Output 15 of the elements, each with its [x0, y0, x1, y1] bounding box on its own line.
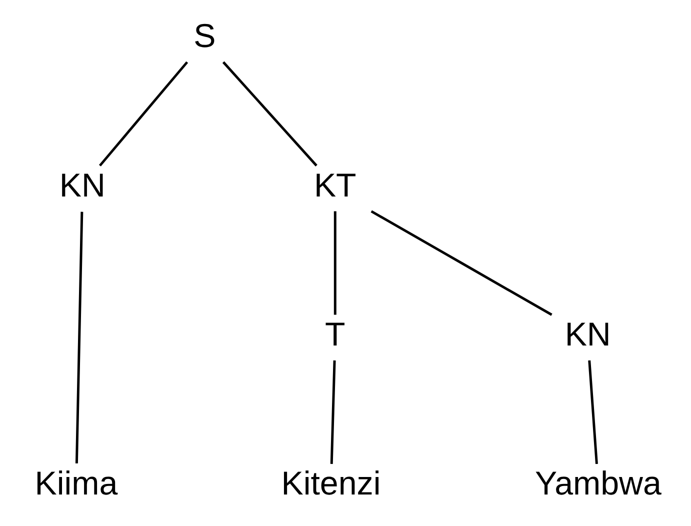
connector [330, 360, 336, 464]
node-text: T [325, 316, 346, 354]
node-text: Yambwa [535, 466, 662, 503]
connector [222, 61, 318, 166]
node-text: KT [314, 167, 356, 204]
node-text: KN [564, 316, 611, 354]
node-text: Kitenzi [281, 466, 381, 503]
connector [588, 360, 598, 464]
connector [334, 211, 336, 315]
node-text: KN [59, 167, 106, 204]
connector [75, 212, 84, 464]
node-text: Kiima [34, 466, 118, 503]
connector [98, 61, 188, 166]
node-text: S [194, 18, 216, 56]
connector [370, 210, 552, 316]
